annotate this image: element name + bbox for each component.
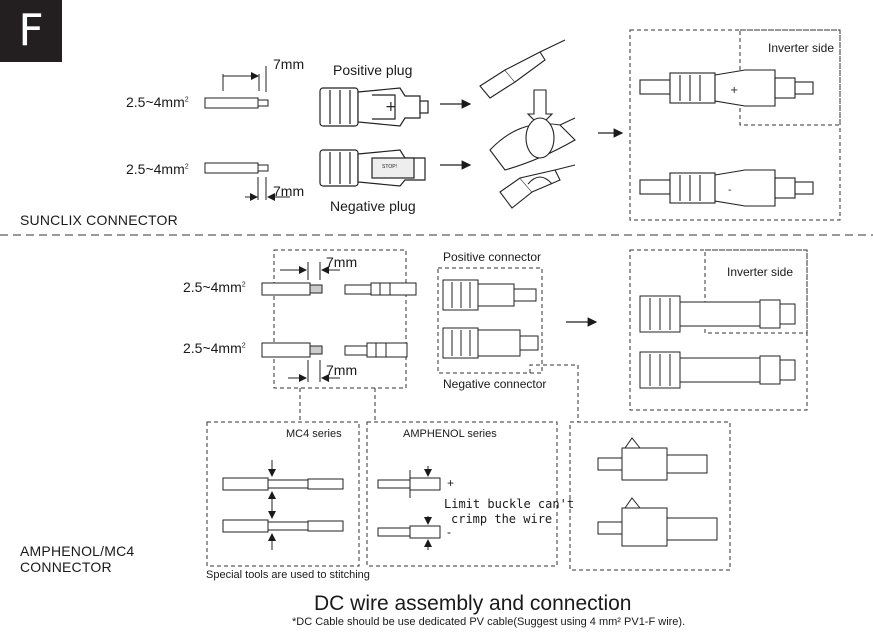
amphenol-mated-top xyxy=(639,295,796,333)
amphenol-wire-bottom xyxy=(261,342,408,382)
mc4-series-label: MC4 series xyxy=(286,428,342,440)
sunclix-inverter-side-label: Inverter side xyxy=(768,41,835,55)
sunclix-strip-length-top: 7mm xyxy=(273,56,305,72)
sunclix-result-box xyxy=(629,29,841,221)
amphenol-strip-length-top: 7mm xyxy=(326,254,358,270)
mc4-series-drawing xyxy=(222,460,344,550)
sunclix-mated-negative: - xyxy=(639,169,814,207)
amphenol-minus-sign: - xyxy=(447,525,451,539)
sunclix-wire-size-top: 2.5~4mm2 xyxy=(126,94,189,110)
positive-plug-label: Positive plug xyxy=(333,62,413,78)
svg-text:-: - xyxy=(728,185,732,196)
amphenol-mated-bottom xyxy=(639,351,796,389)
amphenol-wire-top xyxy=(261,262,417,296)
sunclix-negative-plug: STOP! xyxy=(319,149,426,187)
amphenol-section-label-line1: AMPHENOL/MC4 xyxy=(20,543,135,559)
sunclix-wire-top xyxy=(204,66,269,109)
sunclix-inverter-box xyxy=(739,29,841,126)
amphenol-plus-sign: + xyxy=(447,476,455,490)
sunclix-wire-bottom xyxy=(204,162,290,201)
section-badge: F xyxy=(0,0,62,62)
amphenol-inverter-side-label: Inverter side xyxy=(727,265,794,279)
sunclix-wire-size-bottom: 2.5~4mm2 xyxy=(126,161,189,177)
sunclix-positive-plug: + xyxy=(319,87,429,127)
amphenol-negative-connector xyxy=(442,327,539,359)
amphenol-inverter-box xyxy=(704,249,808,334)
limit-buckle-note-line1: Limit buckle can't xyxy=(444,497,575,511)
sunclix-mated-positive: + xyxy=(639,69,814,107)
amphenol-connector-box xyxy=(437,267,543,374)
amphenol-strip-length-bottom: 7mm xyxy=(326,362,358,378)
sunclix-strip-length-bottom: 7mm xyxy=(273,183,305,199)
amphenol-section-label-line2: CONNECTOR xyxy=(20,559,112,575)
amphenol-wire-size-bottom: 2.5~4mm2 xyxy=(183,340,246,356)
sunclix-assembly-illustration xyxy=(479,39,576,209)
sunclix-section-label: SUNCLIX CONNECTOR xyxy=(20,212,178,228)
amphenol-wire-size-top: 2.5~4mm2 xyxy=(183,279,246,295)
svg-text:STOP!: STOP! xyxy=(382,164,397,170)
positive-connector-label: Positive connector xyxy=(443,250,542,264)
svg-text:+: + xyxy=(385,99,397,115)
amphenol-wire-box xyxy=(273,249,407,389)
diagram-title: DC wire assembly and connection xyxy=(314,592,632,615)
mc4-series-box xyxy=(206,421,360,567)
amphenol-series-label: AMPHENOL series xyxy=(403,428,497,440)
leader-lines xyxy=(299,364,579,422)
mated-closeup-box xyxy=(569,421,731,571)
negative-connector-label: Negative connector xyxy=(443,377,547,391)
special-tools-note: Special tools are used to stitching xyxy=(206,569,370,581)
svg-text:+: + xyxy=(730,85,738,96)
cable-note: *DC Cable should be use dedicated PV cab… xyxy=(292,616,686,628)
limit-buckle-note-line2: crimp the wire xyxy=(451,512,553,526)
amphenol-positive-connector xyxy=(442,279,537,311)
amphenol-series-drawing xyxy=(377,466,441,550)
mated-closeup-drawing xyxy=(597,437,718,547)
negative-plug-label: Negative plug xyxy=(330,198,416,214)
amphenol-series-box xyxy=(366,421,558,567)
